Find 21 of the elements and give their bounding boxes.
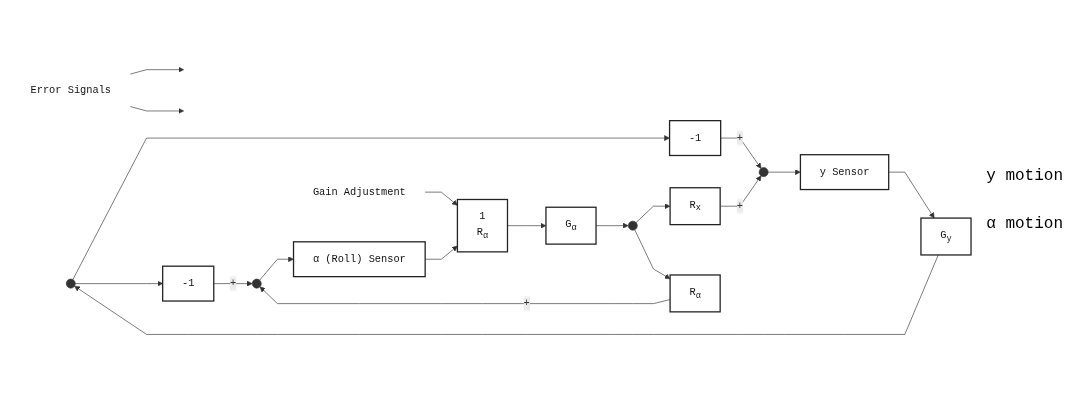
block-box: α (Roll) Sensor (292, 241, 426, 278)
block-box: -1 (162, 265, 215, 302)
edge-label: + (229, 278, 237, 290)
block-box: 1 R$_{α}$ (456, 199, 509, 253)
block-box: R$_{α}$ (669, 274, 721, 313)
output-label: α motion (986, 215, 1063, 233)
block-box: G$_{y}$ (920, 217, 972, 256)
edge-label: + (523, 298, 530, 310)
callout-text: Error Signals (30, 84, 112, 97)
edge-label: + (736, 132, 743, 145)
block-box: y Sensor (799, 154, 890, 191)
block-box: G$_{α}$ (545, 206, 597, 245)
junction-dot (65, 278, 76, 289)
junction-dot (251, 278, 262, 289)
block-box: R$_{x}$ (669, 187, 721, 226)
output-label: y motion (986, 167, 1063, 185)
block-box: -1 (668, 120, 722, 157)
junction-dot (758, 167, 769, 178)
callout-text: Gain Adjustment (312, 186, 406, 199)
junction-dot (627, 221, 638, 231)
edge-label: + (736, 200, 743, 213)
